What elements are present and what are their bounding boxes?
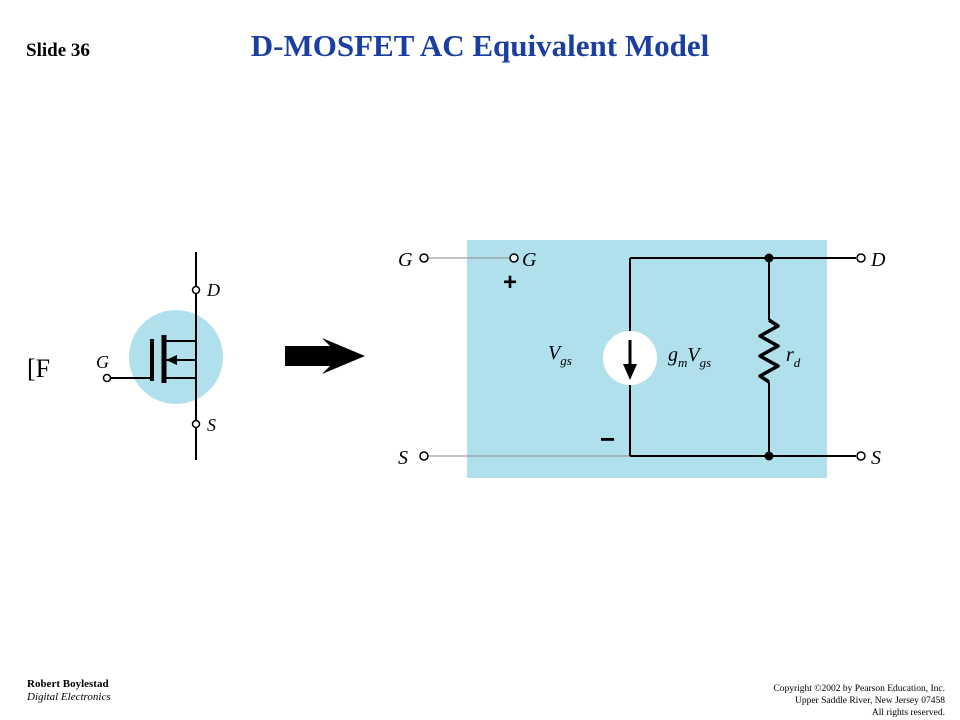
source-label: S (871, 447, 881, 469)
ac-equivalent-model: G S G + − D S Vgs gmVgs rd (398, 240, 886, 478)
drain-label: D (870, 249, 886, 271)
source-terminal (191, 419, 201, 429)
dmosfet-symbol: D G S (96, 252, 223, 460)
outer-source-label: S (398, 447, 408, 469)
copyright-line-3: All rights reserved. (871, 708, 945, 718)
copyright-line-2: Upper Saddle River, New Jersey 07458 (794, 696, 945, 706)
outer-gate-terminal (419, 253, 429, 263)
footer-copyright: Copyright ©2002 by Pearson Education, In… (773, 683, 945, 719)
drain-node-dot (764, 253, 774, 263)
rd-resistor-icon (758, 318, 780, 384)
gate-terminal (102, 373, 112, 383)
minus-sign: − (600, 424, 615, 454)
symbol-gate-label: G (96, 352, 109, 372)
slide-title: D-MOSFET AC Equivalent Model (250, 28, 710, 63)
inner-gate-label: G (522, 249, 537, 271)
rd-label: rd (786, 344, 801, 370)
drain-terminal (191, 285, 201, 295)
copyright-line-1: Copyright ©2002 by Pearson Education, In… (773, 684, 945, 694)
substrate-arrow-icon (166, 355, 177, 365)
outer-source-terminal (419, 451, 429, 461)
footer-author-block: Robert Boylestad Digital Electronics (27, 678, 111, 704)
symbol-drain-label: D (206, 280, 220, 300)
slide-number: Slide 36 (26, 40, 90, 61)
symbol-source-label: S (207, 415, 216, 435)
drain-terminal-out (856, 253, 866, 263)
footer-course: Digital Electronics (27, 691, 111, 703)
footer-author: Robert Boylestad (27, 678, 109, 690)
transform-arrow-icon (285, 338, 365, 374)
gm-vgs-label: gmVgs (668, 344, 711, 370)
inner-gate-terminal (509, 253, 519, 263)
source-node-dot (764, 451, 774, 461)
source-terminal-out (856, 451, 866, 461)
plus-sign: + (503, 269, 517, 296)
vgs-label: Vgs (548, 342, 572, 368)
truncated-text-fragment: [F (27, 354, 51, 383)
outer-gate-label: G (398, 249, 413, 271)
current-down-arrow-icon (623, 364, 637, 380)
